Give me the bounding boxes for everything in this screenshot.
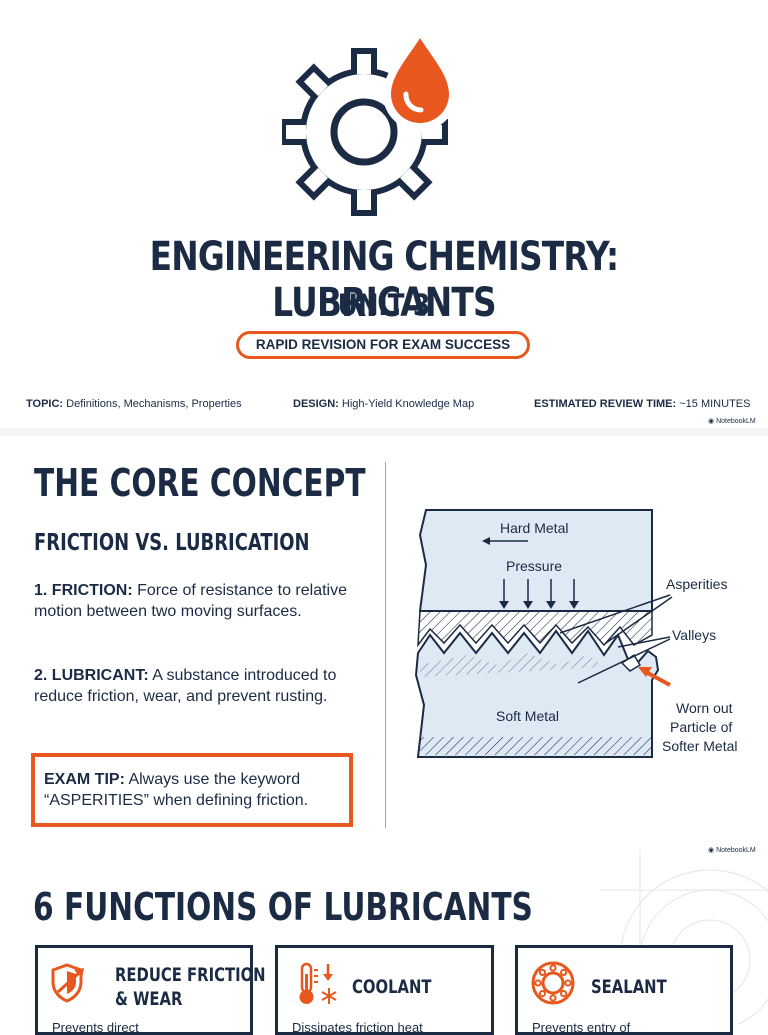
valleys-label: Valleys [672,627,716,643]
core-concept-subheading: FRICTION VS. LUBRICATION [34,530,310,556]
friction-definition: 1. FRICTION: Force of resistance to rela… [34,580,364,622]
meta-review-value: ~15 MINUTES [679,398,751,410]
core-concept-heading: THE CORE CONCEPT [34,461,366,505]
meta-design-label: DESIGN: [293,398,339,410]
page-title: ENGINEERING CHEMISTRY: LUBRICANTS [149,234,620,326]
notebooklm-icon: ◉ [708,418,715,425]
function-card-coolant: COOLANT Dissipates friction heat [275,945,494,1035]
meta-design: DESIGN: High-Yield Knowledge Map [293,398,474,410]
friction-label: 1. FRICTION: [34,582,133,599]
function-card-reduce-friction: REDUCE FRICTION & WEAR Prevents direct [35,945,266,1035]
card-description: Prevents entry of [532,1020,631,1035]
lubricant-text: A substance introduced to reduce frictio… [34,667,337,705]
meta-topic-label: TOPIC: [26,398,64,410]
card-description: Prevents direct [52,1020,139,1035]
thermometer-snowflake-icon [299,962,337,1004]
worn-out-label-1: Worn out [676,700,733,716]
card-title-line-1: SEALANT [591,976,667,998]
notebooklm-watermark-2: ◉ NotebookLM [708,847,756,854]
lubricant-label: 2. LUBRICANT: [34,667,149,684]
asperities-label: Asperities [666,576,727,592]
column-divider [385,462,386,828]
functions-heading: 6 FUNCTIONS OF LUBRICANTS [33,885,533,929]
friction-asperities-diagram: Hard Metal Pressure Asperities Valleys S… [414,509,737,758]
card-title-line-1: COOLANT [352,976,432,998]
soft-metal-label: Soft Metal [496,708,559,724]
meta-design-value: High-Yield Knowledge Map [341,398,475,410]
function-card-sealant: SEALANT Prevents entry of [515,945,733,1035]
worn-out-label-3: Softer Metal [662,738,737,754]
card-title-line-1: REDUCE FRICTION [115,964,266,986]
hard-metal-asperities [417,610,653,648]
section-separator [0,428,768,436]
shield-arrow-icon [51,963,84,1003]
meta-topic-value: Definitions, Mechanisms, Properties [66,398,242,410]
worn-out-label-2: Particle of [670,719,732,735]
exam-tip-text: Always use the keyword “ASPERITIES” when… [44,771,309,809]
exam-tip-box: EXAM TIP: Always use the keyword “ASPERI… [31,753,353,827]
gasket-ring-icon [531,961,575,1005]
lubricant-definition: 2. LUBRICANT: A substance introduced to … [34,665,364,707]
tagline-badge: RAPID REVISION FOR EXAM SUCCESS [236,331,530,359]
meta-review-label: ESTIMATED REVIEW TIME: [534,398,677,410]
gear-oil-drop-logo-icon [282,30,458,216]
notebooklm-icon: ◉ [708,847,715,854]
friction-text: Force of resistance to relative motion b… [34,582,347,620]
meta-topic: TOPIC: Definitions, Mechanisms, Properti… [26,398,242,410]
pressure-label: Pressure [506,558,562,574]
exam-tip-label: EXAM TIP: [44,771,125,788]
notebooklm-watermark: ◉ NotebookLM [708,418,756,425]
meta-review-time: ESTIMATED REVIEW TIME: ~15 MINUTES [534,398,750,410]
hard-metal-label: Hard Metal [500,520,568,536]
unit-label: UNIT 3 [337,288,431,322]
card-description: Dissipates friction heat [292,1020,423,1035]
card-title-line-2: & WEAR [115,988,183,1010]
